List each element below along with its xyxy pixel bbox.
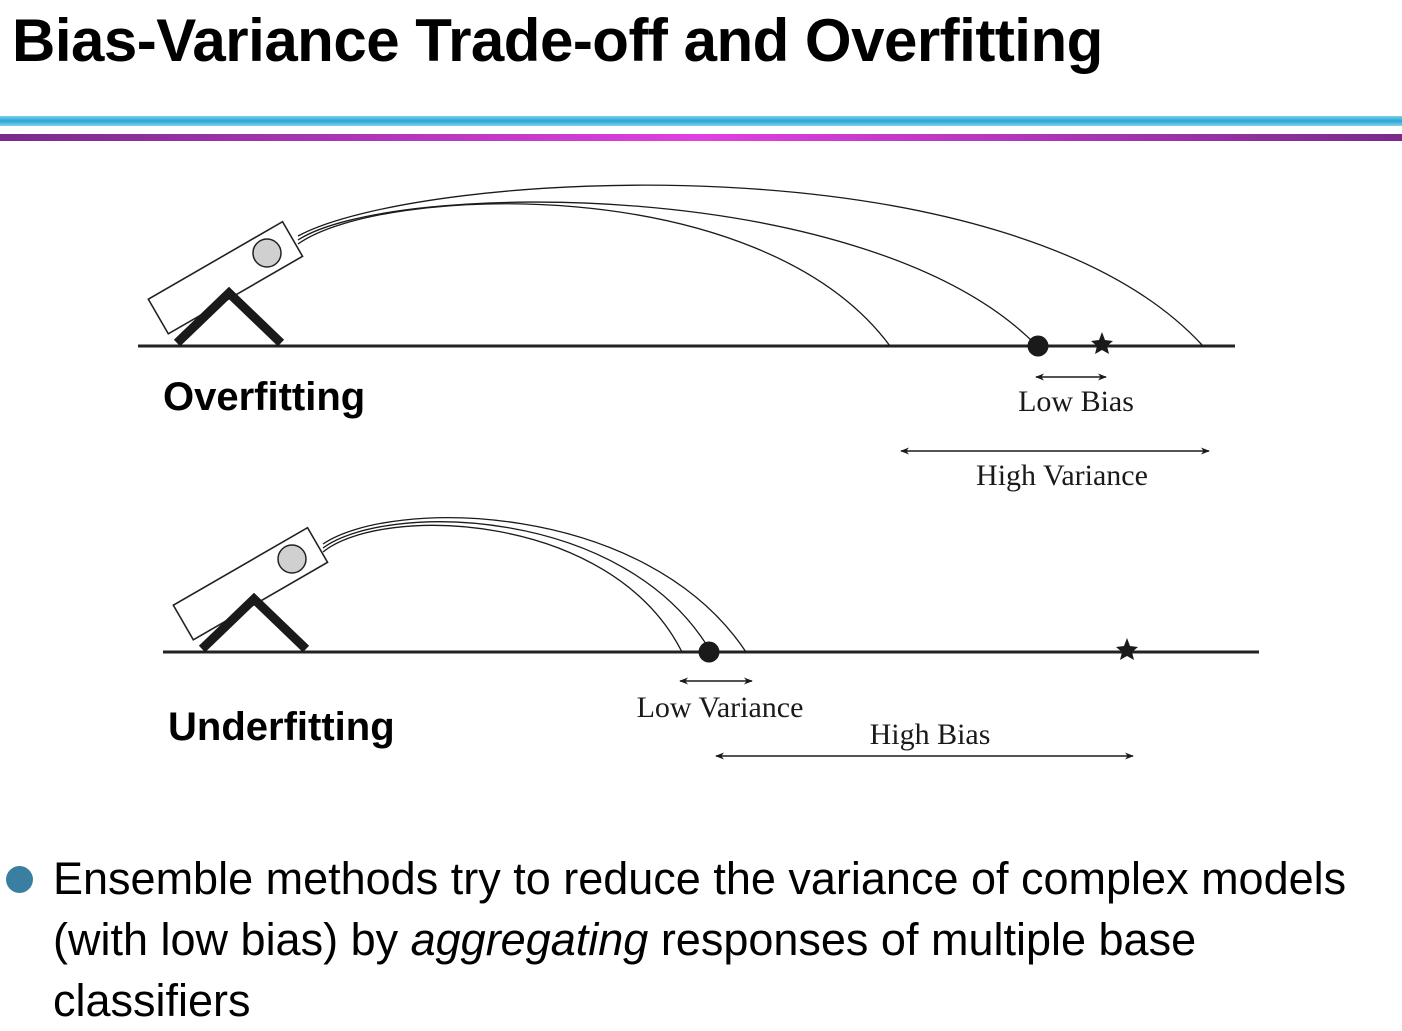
bullet-text: Ensemble methods try to reduce the varia… (53, 848, 1383, 1031)
trajectory (322, 524, 683, 653)
trajectory (322, 517, 747, 653)
launcher-stand (198, 592, 310, 653)
launcher-ball (252, 238, 282, 268)
trajectory (322, 521, 712, 653)
prediction-mean-dot (698, 641, 720, 663)
title-divider-magenta (0, 134, 1402, 141)
bullet-text-tail: responses of multiple base classifiers (53, 914, 1197, 1026)
trajectory (297, 203, 891, 347)
launcher (172, 526, 329, 653)
trajectories (322, 517, 747, 653)
launcher (147, 220, 304, 347)
title-divider-teal (0, 116, 1402, 126)
launcher-stand (173, 286, 285, 347)
low-bias-label: Low Bias (1018, 385, 1134, 418)
low-variance-label: Low Variance (637, 691, 804, 724)
high-variance-label: High Variance (976, 459, 1148, 492)
bullet-text-lead: Ensemble methods try to reduce the varia… (53, 853, 1347, 965)
bullet-point-icon (6, 866, 33, 893)
trajectory (297, 184, 1204, 347)
launcher-ball (277, 544, 307, 574)
launcher-barrel (147, 220, 304, 335)
launcher-barrel (172, 526, 329, 641)
prediction-mean-dot (1027, 335, 1049, 357)
underfitting-scene: Underfitting Low Variance High Bias (163, 517, 1259, 760)
bullet-text-emphasis: aggregating (410, 914, 649, 965)
bias-variance-diagram: Overfitting Low Bias High Variance Under… (138, 184, 1259, 760)
underfitting-heading: Underfitting (168, 705, 395, 749)
trajectory (297, 201, 1038, 347)
target-star-icon (1116, 638, 1138, 660)
target-star-icon (1091, 332, 1113, 354)
trajectories (297, 184, 1204, 347)
overfitting-heading: Overfitting (163, 375, 365, 419)
overfitting-scene: Overfitting Low Bias High Variance (138, 184, 1235, 492)
slide-title: Bias-Variance Trade-off and Overfitting (12, 7, 1103, 74)
high-bias-label: High Bias (870, 718, 991, 751)
